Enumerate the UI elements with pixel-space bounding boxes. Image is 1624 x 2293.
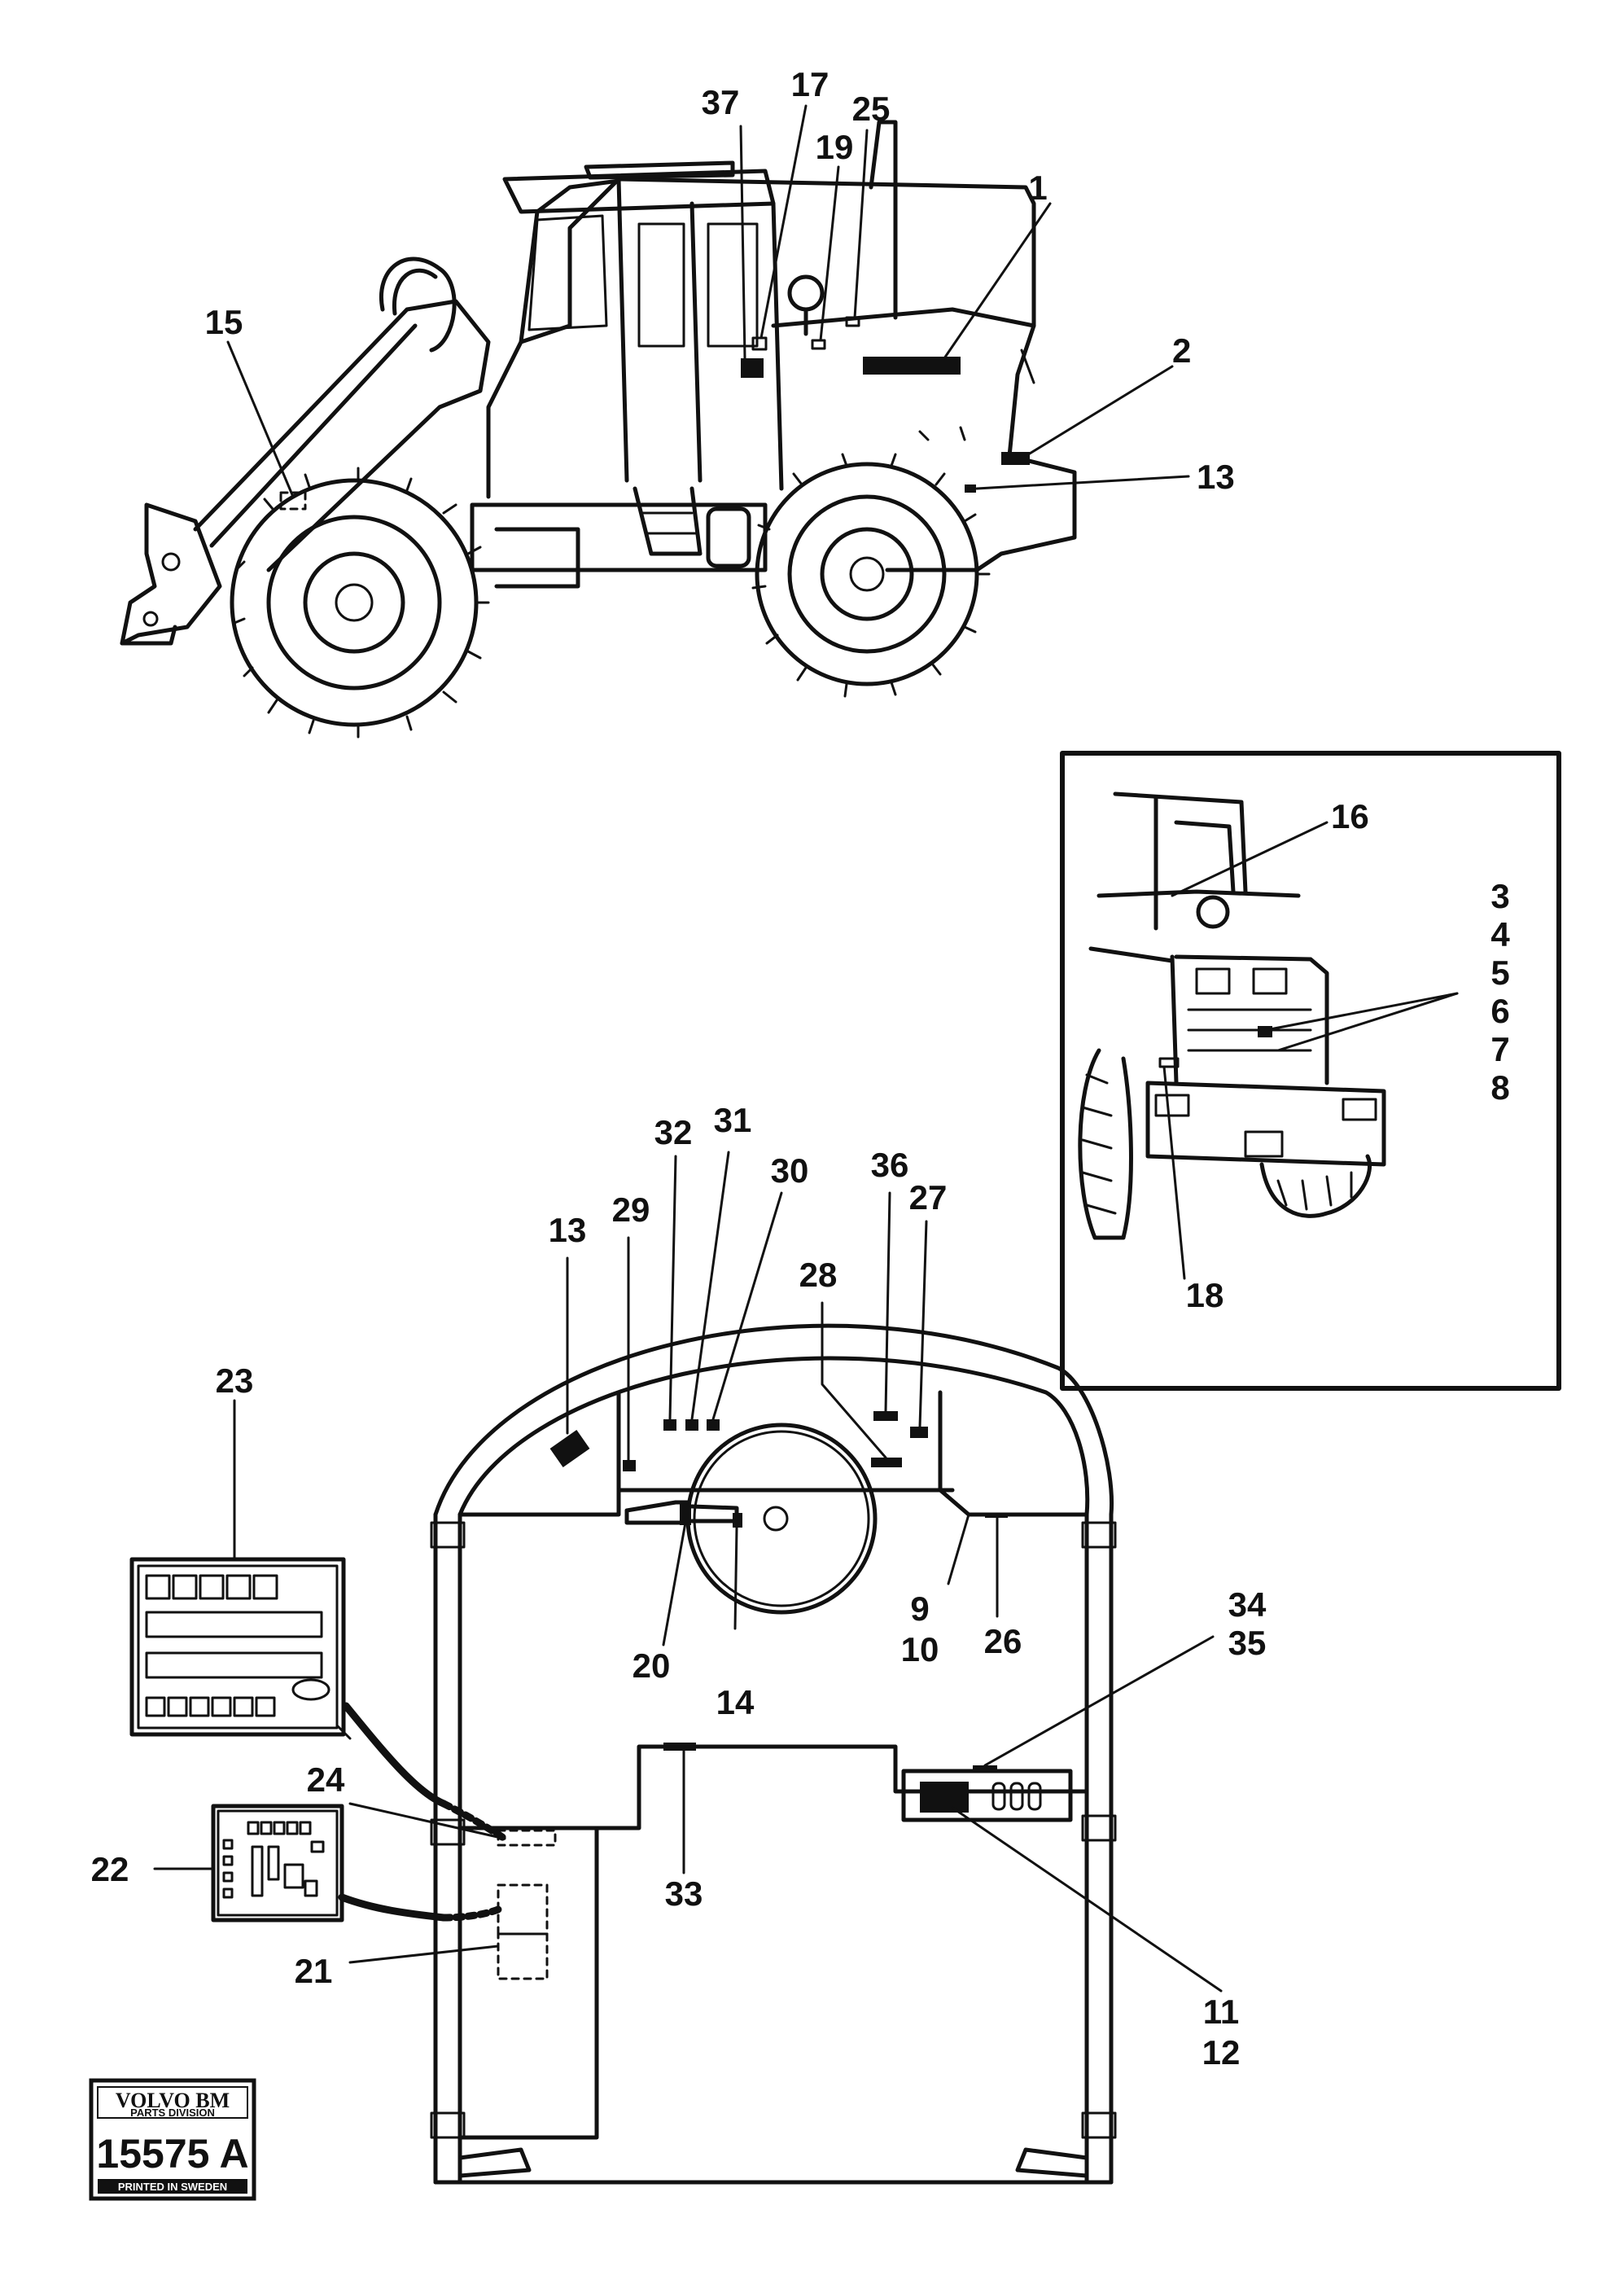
plate-23 (129, 1557, 352, 1740)
decal-17 (751, 336, 768, 351)
decal-14 (733, 1513, 742, 1528)
decal-25 (845, 316, 860, 327)
decal-18 (1158, 1057, 1180, 1068)
callout-5: 5 (1490, 954, 1509, 992)
callout-7: 7 (1490, 1030, 1509, 1068)
decal-inset (1258, 1026, 1272, 1037)
decal-33 (663, 1743, 696, 1751)
callout-37: 37 (702, 83, 740, 121)
decal-36 (873, 1411, 898, 1421)
callout-3: 3 (1490, 877, 1509, 915)
callout-21: 21 (295, 1952, 333, 1990)
callout-13-top: 13 (1197, 458, 1235, 496)
callout-28: 28 (799, 1256, 838, 1294)
top-leader-lines (226, 104, 1190, 498)
logo-number: 15575 A (96, 2131, 248, 2177)
decal-21 (497, 1932, 549, 1980)
decal-34-35 (973, 1765, 997, 1772)
decal-37 (741, 358, 764, 378)
cab-leader-lines (153, 1151, 1223, 1993)
callout-12: 12 (1202, 2033, 1241, 2072)
callout-15: 15 (205, 303, 243, 341)
callout-10: 10 (901, 1630, 939, 1668)
callout-33: 33 (665, 1874, 703, 1913)
logo-brand: VOLVO BM (116, 2089, 230, 2112)
callout-20: 20 (633, 1646, 671, 1685)
stalk-hub (680, 1501, 691, 1525)
decal-31 (685, 1419, 698, 1431)
callout-18: 18 (1186, 1276, 1224, 1314)
callout-14: 14 (716, 1683, 755, 1721)
decal-15 (279, 491, 307, 511)
wheel-loader-illustration (120, 120, 1077, 739)
plate-22 (211, 1804, 344, 1923)
callout-17: 17 (791, 65, 830, 103)
decal-19 (811, 339, 826, 350)
decal-2 (1001, 452, 1030, 465)
callout-36: 36 (871, 1146, 909, 1184)
inset-rear-view (1060, 751, 1561, 1391)
fuse-box-dashed (497, 1883, 549, 1936)
callout-31: 31 (714, 1101, 752, 1139)
inset-frame (1060, 751, 1561, 1391)
inset-callouts: 16 3 4 5 6 7 8 18 (1186, 797, 1511, 1314)
callout-19: 19 (816, 128, 854, 166)
callout-27: 27 (909, 1178, 948, 1217)
callout-9: 9 (910, 1589, 929, 1628)
cab-interior-illustration (430, 1323, 1117, 2185)
callout-6: 6 (1490, 992, 1509, 1030)
decal-1 (863, 357, 961, 375)
callout-13-cab: 13 (549, 1211, 587, 1249)
callout-35: 35 (1228, 1624, 1267, 1662)
decal-28 (871, 1458, 902, 1467)
callout-11: 11 (1203, 1993, 1239, 2031)
logo-division: PARTS DIVISION (130, 2107, 215, 2119)
decal-27 (910, 1427, 928, 1438)
top-callouts: 37 17 25 19 1 2 13 15 (205, 65, 1235, 496)
callout-29: 29 (612, 1190, 650, 1229)
callout-22: 22 (91, 1850, 129, 1888)
callout-8: 8 (1490, 1068, 1509, 1107)
callout-2: 2 (1172, 331, 1191, 370)
callout-23: 23 (216, 1361, 254, 1400)
callout-32: 32 (654, 1113, 693, 1151)
decal-29 (623, 1460, 636, 1471)
decal-13 (965, 484, 976, 493)
cab-callouts: 13 29 32 31 30 36 27 28 23 9 10 26 20 14… (91, 1101, 1267, 2072)
volvo-bm-logo-plate: VOLVO BM PARTS DIVISION 15575 A PRINTED … (89, 2078, 256, 2201)
logo-footer: PRINTED IN SWEDEN (118, 2181, 227, 2193)
decal-11-12 (920, 1782, 969, 1813)
decal-30 (707, 1419, 720, 1431)
callout-16: 16 (1331, 797, 1369, 835)
decal-13-cab (549, 1430, 590, 1467)
callout-30: 30 (771, 1151, 809, 1190)
callout-34: 34 (1228, 1585, 1267, 1624)
callout-25: 25 (852, 90, 891, 128)
decal-32 (663, 1419, 676, 1431)
callout-4: 4 (1490, 915, 1510, 954)
callout-24: 24 (307, 1760, 345, 1799)
callout-26: 26 (984, 1622, 1022, 1660)
callout-1: 1 (1028, 169, 1047, 207)
decal-24 (497, 1829, 557, 1847)
